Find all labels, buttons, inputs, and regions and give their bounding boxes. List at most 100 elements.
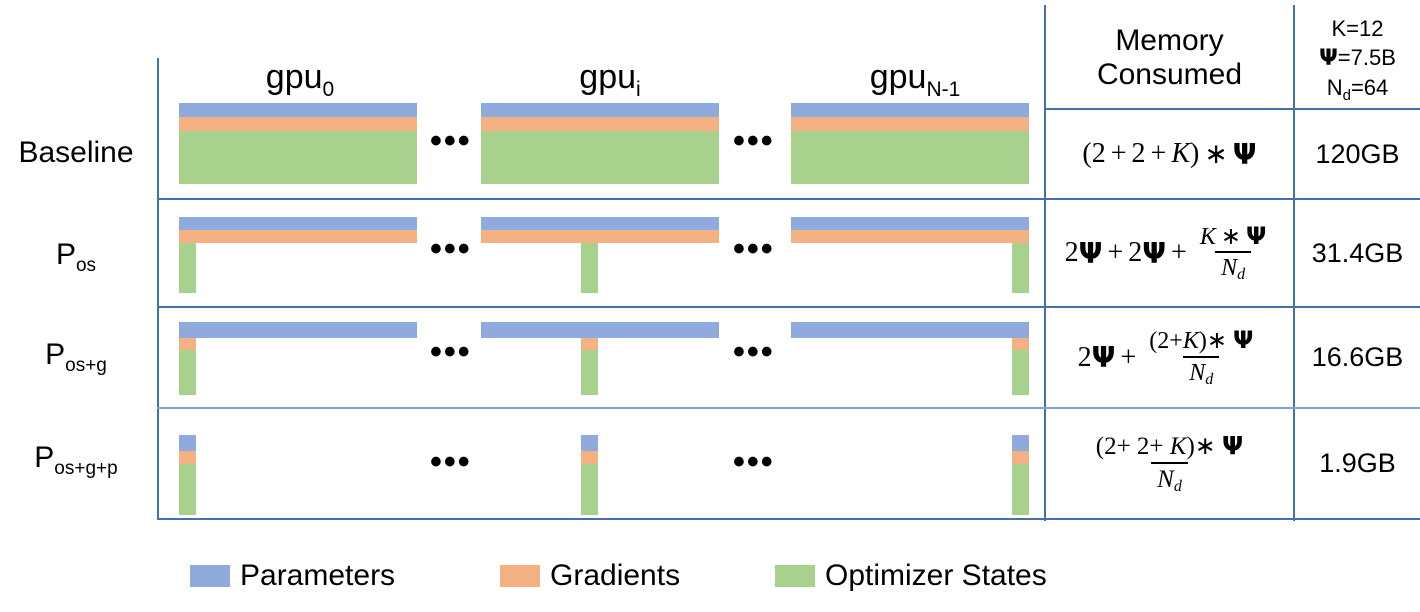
formula-pos-two-a: 2 [1064,237,1079,268]
row-label-posgp: Pos+g+p [0,441,152,479]
formula-pos-psi-c: Ψ [1245,221,1267,250]
bar-pos-gpun-optimizer [1012,243,1029,293]
formula-posg-nd-sub: d [1205,370,1214,388]
formula-baseline-k: K [1171,138,1190,169]
grid-vline-memory-mid [1293,5,1295,521]
config-psi: Ψ=7.5B [1319,43,1396,73]
bar-baseline-gpun-optimizer [791,131,1029,184]
bar-baseline-gpu0-parameters [179,103,417,117]
legend-swatch-parameters [190,565,230,587]
bar-posg-gpun-optimizer [1012,350,1029,395]
bar-posgp-gpu0-optimizer [179,464,196,515]
config-nd-base: N [1326,75,1343,101]
formula-posg-times: ∗ [1206,328,1227,355]
ellipsis-posgp-right: ••• [733,443,775,481]
bar-pos-gpu0-gradients [179,230,417,243]
formula-baseline-plus-a: + [1110,138,1127,169]
bar-posg-gpu0-optimizer [179,350,196,395]
bar-posgp-gpun-optimizer [1012,464,1029,515]
bar-posg-gpui-gradients [581,338,598,350]
formula-pos-denominator: Nd [1215,251,1252,283]
formula-pos-fraction: K∗Ψ Nd [1194,221,1273,283]
formula-pos-nd-base: N [1221,255,1238,281]
gpu-n-1-label: gpu [869,58,927,96]
ellipsis-baseline-left: ••• [430,122,472,160]
memory-value-posg: 16.6GB [1311,342,1404,372]
formula-posgp: (2+ 2+ K)∗ Ψ Nd [1046,409,1293,518]
formula-posgp-denominator: Nd [1151,461,1188,495]
config-nd: Nd=64 [1319,73,1396,105]
legend-swatch-gradients [500,565,540,587]
legend-item-gradients: Gradients [500,561,680,591]
grid-hline-row1 [157,198,1420,200]
bar-posg-gpun-parameters [791,322,1029,338]
grid-hline-row2 [157,306,1420,308]
formula-posgp-nd-base: N [1157,465,1174,493]
row-label-posgp-text: P [34,441,55,474]
config-nd-sub: d [1342,87,1351,105]
config-psi-value: =7.5B [1337,44,1396,70]
header-config: K=12 Ψ=7.5B Nd=64 [1295,8,1420,108]
formula-pos-times: ∗ [1220,223,1241,250]
header-memory-line2: Consumed [1096,58,1243,91]
bar-baseline-gpui-optimizer [481,131,719,184]
formula-pos-psi-b: Ψ [1142,236,1167,270]
column-header-gpu-0: gpu0 [180,60,420,100]
header-memory-line1: Memory [1115,24,1224,58]
row-label-posg: Pos+g [0,340,152,376]
bar-baseline-gpu0-optimizer [179,131,417,184]
row-label-pos: Pos [0,240,152,276]
formula-baseline-two-b: 2 [1131,138,1146,169]
bar-posgp-gpui-parameters [581,435,598,451]
bar-posg-gpu0-parameters [179,322,417,338]
memory-value-posgp: 1.9GB [1319,448,1396,478]
formula-posgp-plus-a: + [1116,433,1131,460]
bar-pos-gpui-parameters [481,217,719,230]
formula-posgp-two-a: 2 [1104,433,1117,460]
grid-hline-row4 [157,518,1420,520]
grid-hline-header [1044,108,1420,110]
bar-baseline-gpun-gradients [791,117,1029,131]
ellipsis-pos-left: ••• [430,230,472,268]
row-label-baseline-text: Baseline [18,136,134,169]
bar-posgp-gpu0-parameters [179,435,196,451]
formula-posg-nd-base: N [1189,359,1206,386]
row-label-pos-sub: os [75,255,97,276]
legend-label-parameters: Parameters [240,559,396,592]
formula-pos-plus-a: + [1107,237,1124,268]
formula-posg-two-b: 2 [1157,328,1170,355]
formula-posg-plus-a: + [1120,341,1137,373]
grid-vline-left [157,58,159,520]
bar-posg-gpui-optimizer [581,350,598,395]
formula-posg-lparen: ( [1149,328,1158,355]
formula-posg-rparen: ) [1198,328,1207,355]
bar-pos-gpui-gradients [481,230,719,243]
bar-posg-gpun-gradients [1012,338,1029,350]
formula-baseline-psi: Ψ [1232,137,1257,171]
formula-baseline: (2+2+K)∗Ψ [1046,110,1293,198]
config-nd-value: =64 [1350,75,1389,101]
formula-posgp-two-b: 2 [1136,433,1150,460]
gpu-0-index: 0 [322,78,335,101]
grid-vline-memory-left [1044,5,1046,521]
gpu-n-1-index: N-1 [926,78,961,101]
formula-posgp-nd-sub: d [1173,477,1182,495]
bar-baseline-gpu0-gradients [179,117,417,131]
ellipsis-baseline-right: ••• [733,122,775,160]
bar-pos-gpu0-optimizer [179,243,196,293]
bar-posg-gpui-parameters [481,322,719,338]
row-label-posg-sub: os+g [65,355,107,376]
row-label-posgp-sub: os+g+p [54,458,118,479]
formula-baseline-lparen: ( [1082,138,1092,169]
ellipsis-pos-right: ••• [733,230,775,268]
formula-baseline-two-a: 2 [1091,138,1106,169]
bar-posgp-gpun-parameters [1012,435,1029,451]
formula-pos-two-b: 2 [1128,237,1143,268]
header-memory-consumed: Memory Consumed [1046,8,1293,108]
ellipsis-posg-left: ••• [430,333,472,371]
bar-posgp-gpui-optimizer [581,464,598,515]
row-label-baseline: Baseline [0,138,152,168]
formula-pos-psi-a: Ψ [1078,236,1103,270]
bar-pos-gpun-gradients [791,230,1029,243]
